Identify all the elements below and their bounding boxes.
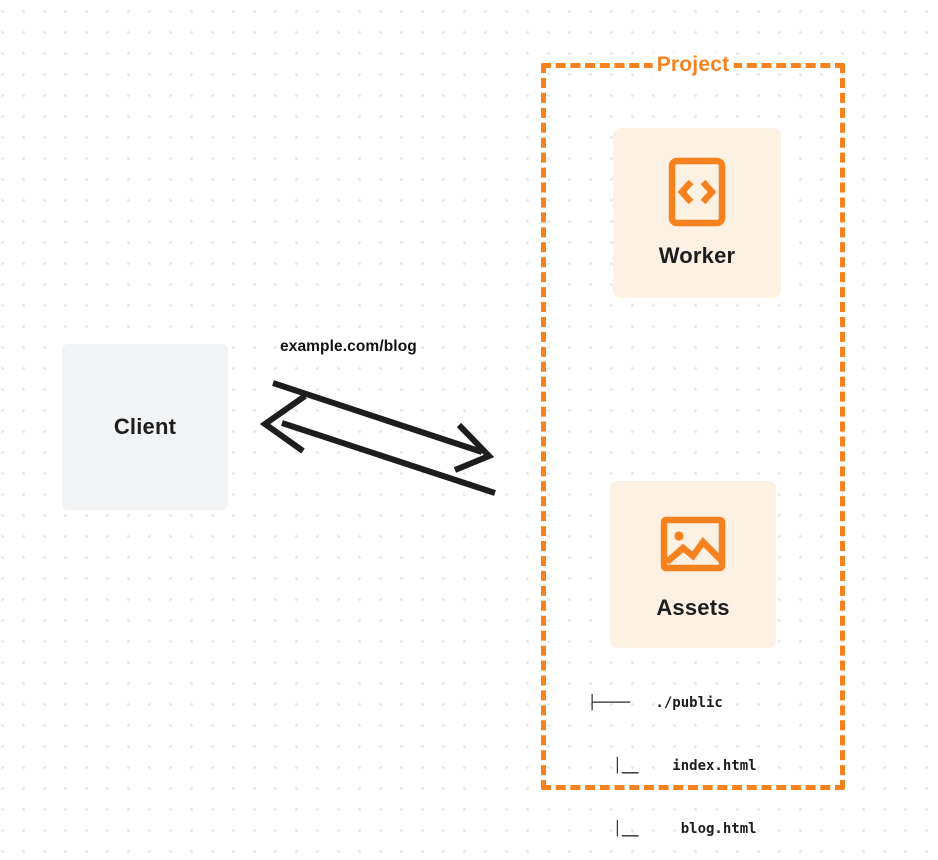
response-arrow xyxy=(259,393,496,496)
request-arrow xyxy=(272,380,495,473)
project-group-boundary: Project xyxy=(541,53,845,790)
edge-label-url: example.com/blog xyxy=(280,338,417,355)
file-tree-row-index: │__ index.html xyxy=(588,758,757,774)
worker-card[interactable]: Worker xyxy=(613,128,781,298)
file-tree-row-root: ├──── ./public xyxy=(588,695,723,711)
image-icon xyxy=(660,509,726,579)
asset-file-tree: ├──── ./public │__ index.html │__ blog.h… xyxy=(588,651,757,860)
client-label: Client xyxy=(113,414,177,439)
project-group-title: Project xyxy=(652,53,734,77)
code-file-icon xyxy=(664,157,730,227)
assets-label: Assets xyxy=(656,594,730,620)
file-tree-row-blog: │__ blog.html xyxy=(588,821,757,837)
worker-label: Worker xyxy=(658,243,736,268)
assets-card[interactable]: Assets xyxy=(610,481,776,648)
client-node[interactable]: Client xyxy=(62,344,228,510)
